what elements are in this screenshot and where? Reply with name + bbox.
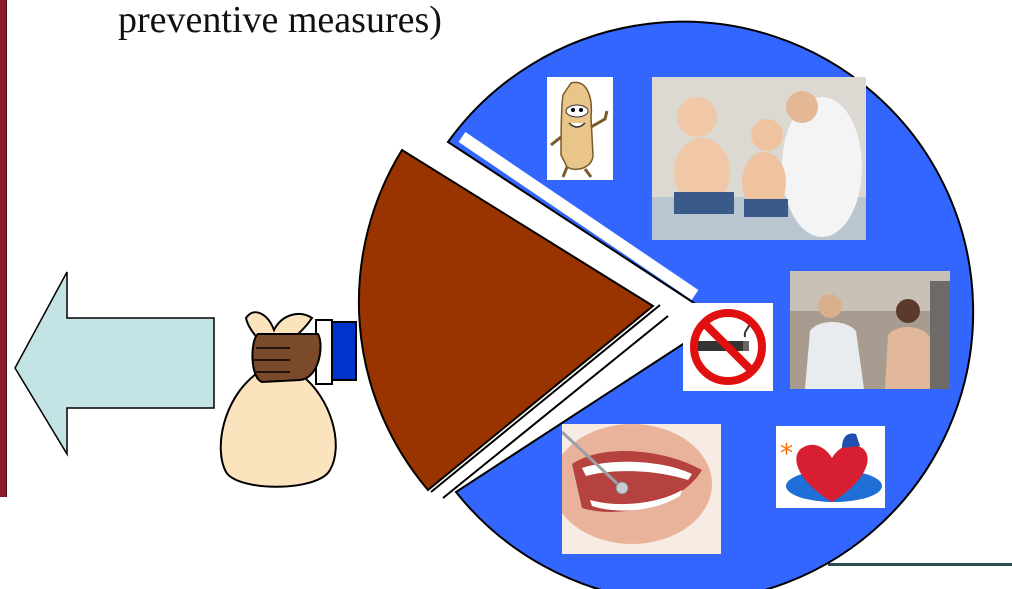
pie-gap-line	[430, 304, 661, 493]
caption-text: preventive measures)	[118, 0, 442, 41]
child-vaccination-photo	[652, 77, 866, 240]
heart-health-icon: *	[776, 426, 885, 508]
dental-checkup-photo	[562, 424, 721, 554]
slide-accent-bar	[0, 0, 7, 497]
pie-gap-line	[442, 315, 669, 499]
left-arrow-icon	[14, 271, 215, 457]
condom-cartoon-icon	[547, 77, 613, 180]
no-smoking-icon	[683, 303, 773, 391]
pie-slice-preventive	[357, 148, 655, 492]
bottom-rule	[828, 563, 1012, 566]
doctor-examination-photo	[790, 271, 950, 389]
money-bag-icon	[219, 311, 357, 488]
pie-gap-upper	[458, 132, 699, 300]
pie-gap-lower	[434, 309, 672, 500]
heart-asterisk: *	[780, 439, 793, 469]
